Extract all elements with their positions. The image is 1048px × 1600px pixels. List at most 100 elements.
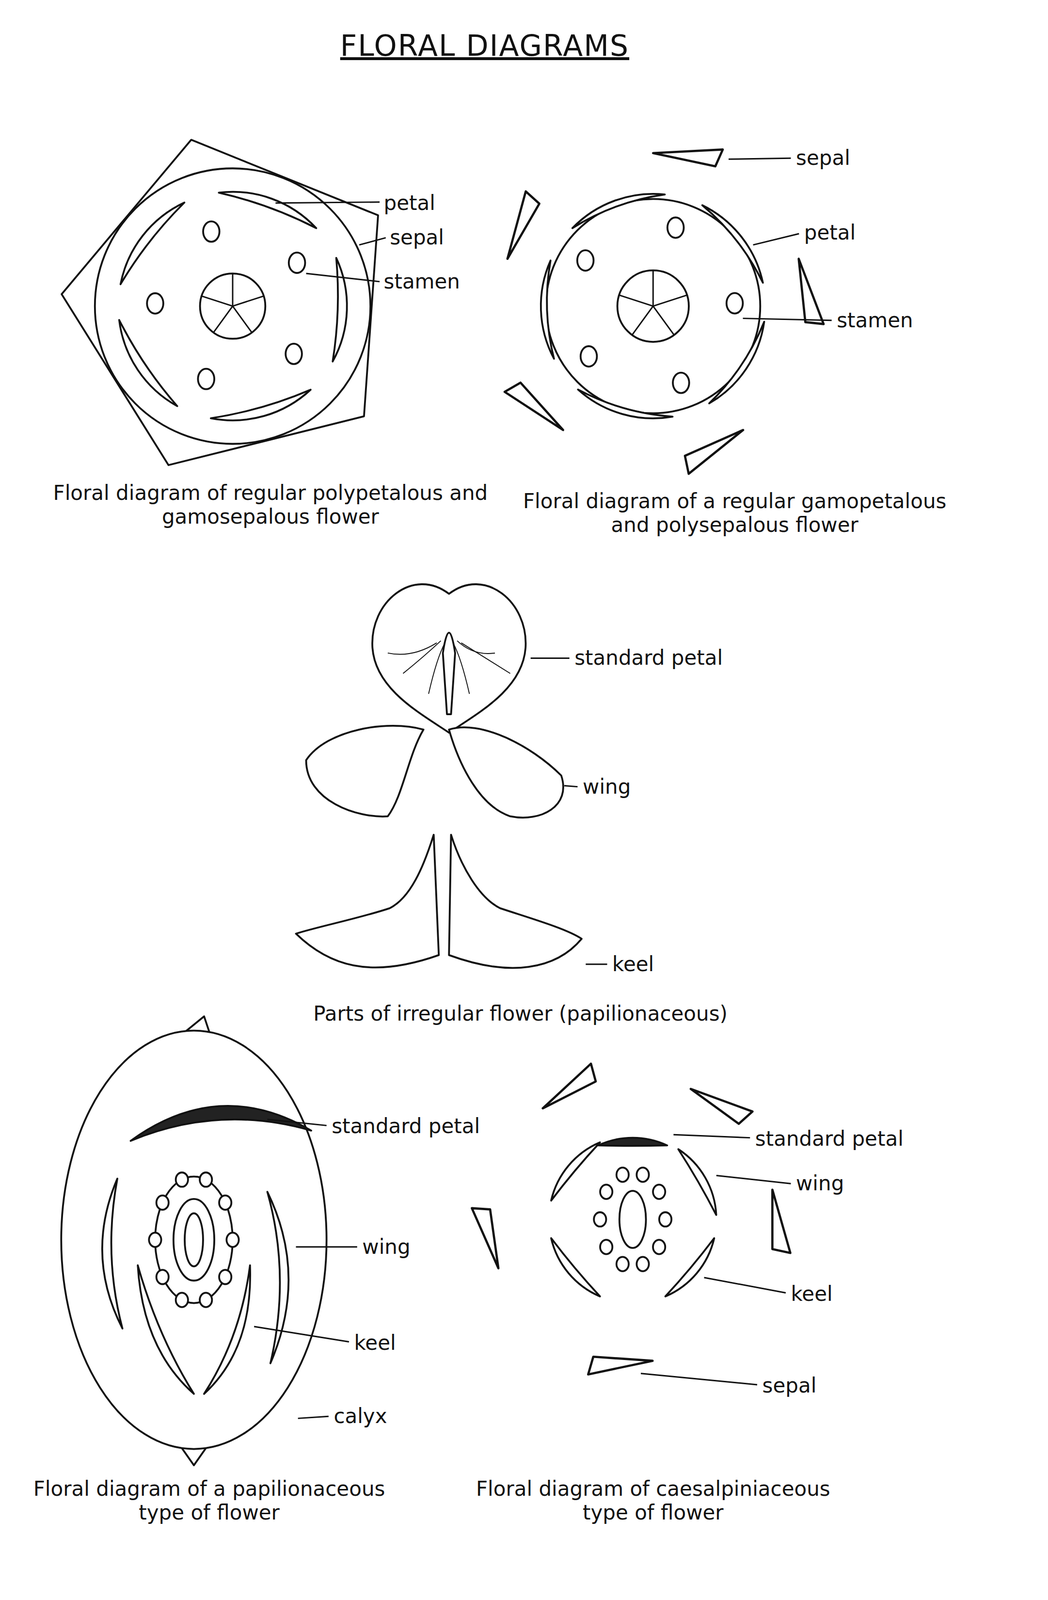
stamen-shape [616,1167,629,1182]
leader-line [640,1373,758,1385]
wing-petal-shape [102,1178,123,1329]
sepal-shape [798,258,824,325]
stamen-shape [288,252,306,273]
sepal-shape [652,149,723,167]
petal-claw [443,632,456,715]
stamen-shape [593,1211,606,1226]
ovary-septum [232,296,264,307]
sepal-shape [684,429,744,474]
sepal-shape [587,1356,653,1374]
stamen-shape [672,372,690,394]
keel-petal-shape [448,834,582,969]
caption: Parts of irregular flower (papilionaceou… [306,1001,735,1026]
stamen-shape [659,1211,672,1226]
petal-shape [119,319,178,407]
leader-line [254,1326,350,1342]
stamen-shape [156,1269,169,1284]
leader-line [564,785,578,787]
petal-shape [210,389,311,421]
petal-shape [551,1142,601,1201]
ovary-shape [619,1190,647,1248]
leader-line [753,233,800,245]
calyx-shape [61,139,379,465]
part-label: petal [383,191,436,215]
petal-vein [428,642,445,694]
ovary-septum [201,296,233,307]
sepal-shape [542,1063,596,1109]
petal-shape [709,321,764,404]
calyx-shape [95,168,371,444]
petal-vein [387,642,437,655]
stamen-shape [667,217,684,238]
stamen-shape [219,1269,232,1284]
keel-petal-shape [204,1265,251,1394]
ovary-septum [652,295,687,307]
leader-line [359,237,386,245]
part-label: sepal [795,146,851,170]
ovary-shape [200,273,266,339]
leader-line [298,1415,329,1418]
wing-petal-shape [448,727,564,818]
part-label: keel [612,952,654,976]
stamen-shape [156,1195,169,1210]
petal-shape [332,257,347,362]
stamen-shape [652,1239,666,1254]
petal-shape [120,202,185,285]
stamen-shape [148,1232,161,1247]
part-label: wing [582,775,631,798]
leader-line [275,202,380,204]
stamen-shape [226,1232,239,1247]
ovary-septum [619,295,653,307]
petal-shape [551,1238,601,1297]
ovary-septum [213,305,233,333]
drawing [61,139,832,1465]
petal-shape [572,193,666,229]
caption: Floral diagram of regular polypetalous a… [46,481,495,529]
leader-line [673,1134,750,1138]
stamen-shape [652,1184,666,1199]
stamen-shape [203,221,220,242]
stamen-shape [219,1195,232,1210]
ovary-septum [652,305,674,335]
stamen-shape [636,1167,649,1182]
leader-line [530,657,570,659]
part-label: stamen [836,309,913,332]
stamen-shape [175,1292,189,1307]
calyx-shape [61,1030,327,1449]
stamen-shape [577,250,594,271]
leader-line [295,1245,357,1248]
ovary-septum [232,273,234,306]
ovary-septum [632,305,653,335]
caption: Floral diagram of a regular gamopetalous… [510,489,960,537]
part-label: standard petal [331,1114,480,1138]
leader-line [267,1119,327,1126]
stamen-shape [285,343,302,365]
sepal-shape [690,1088,753,1124]
part-label: calyx [333,1404,387,1428]
petal-shape [702,205,763,283]
caption: Floral diagram of a papilionaceous type … [25,1476,394,1525]
ovary-septum [652,270,654,307]
stamen-shape [199,1292,212,1307]
ovary-shape [173,1198,215,1281]
petal-shape [598,1137,667,1146]
stamen-shape [580,346,598,367]
sepal-shape [772,1189,791,1253]
stamen-ring [155,1176,233,1303]
stamen-shape [197,368,215,390]
stamen-shape [636,1256,649,1271]
part-label: sepal [762,1374,817,1397]
leader-line [585,963,607,965]
leader-line [306,273,381,282]
wing-petal-shape [306,725,424,817]
caption: Floral diagram of caesalpiniaceous type … [459,1476,847,1525]
part-label: wing [795,1172,844,1195]
stamen-shape [600,1239,613,1254]
part-label: standard petal [755,1127,904,1150]
title: FLORAL DIAGRAMS [340,28,630,63]
stamen-shape [146,293,164,314]
leader-line [743,318,832,321]
petal-shape [218,191,317,229]
